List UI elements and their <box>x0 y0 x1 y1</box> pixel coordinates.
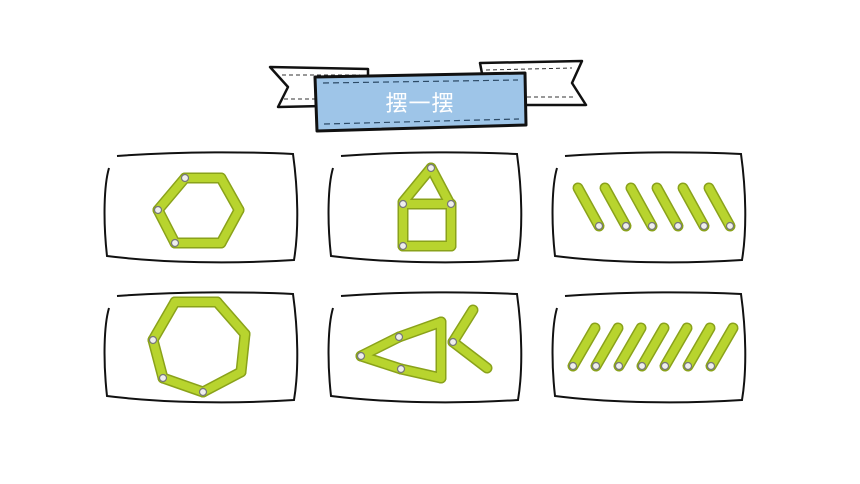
card-hexagon <box>103 150 303 268</box>
triangle-angle-sticks <box>327 291 523 404</box>
banner-title: 摆一摆 <box>385 92 455 117</box>
card-triangle-angle <box>327 290 527 408</box>
card-house <box>327 150 527 268</box>
ribbon-graphic <box>268 59 588 133</box>
card-heptagon <box>103 290 303 408</box>
house-sticks <box>327 151 523 264</box>
title-banner: 摆一摆 <box>260 55 600 140</box>
heptagon-sticks <box>103 291 299 404</box>
single-sticks-7 <box>551 291 747 404</box>
card-single-sticks-6 <box>551 150 751 268</box>
hexagon-sticks <box>103 151 299 264</box>
card-single-sticks-7 <box>551 290 751 408</box>
single-sticks-6 <box>551 151 747 264</box>
